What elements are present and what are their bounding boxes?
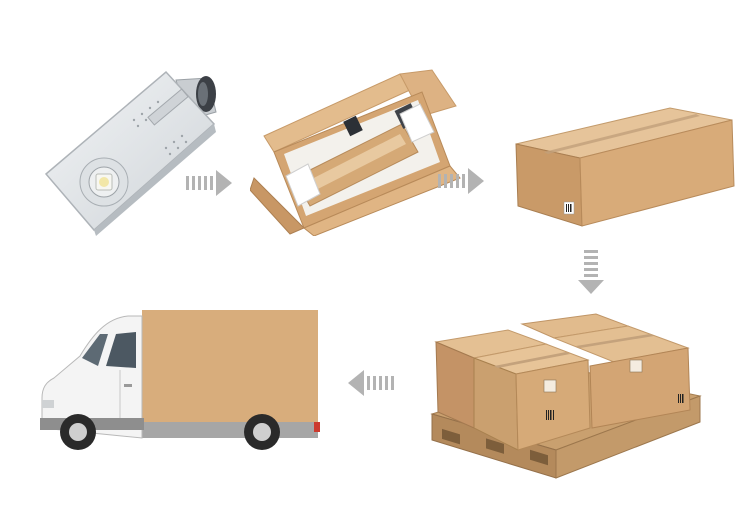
- open-carton-image: [250, 66, 466, 236]
- delivery-truck-image: [36, 306, 326, 456]
- arrow-down-3: [578, 248, 604, 296]
- arrow-right-2: [436, 168, 486, 194]
- arrow-left-4: [346, 370, 396, 396]
- sealed-carton-image: [510, 100, 736, 230]
- palletized-cartons-image: [426, 310, 708, 482]
- solar-street-light-image: [38, 68, 234, 238]
- arrow-right-1: [184, 170, 234, 196]
